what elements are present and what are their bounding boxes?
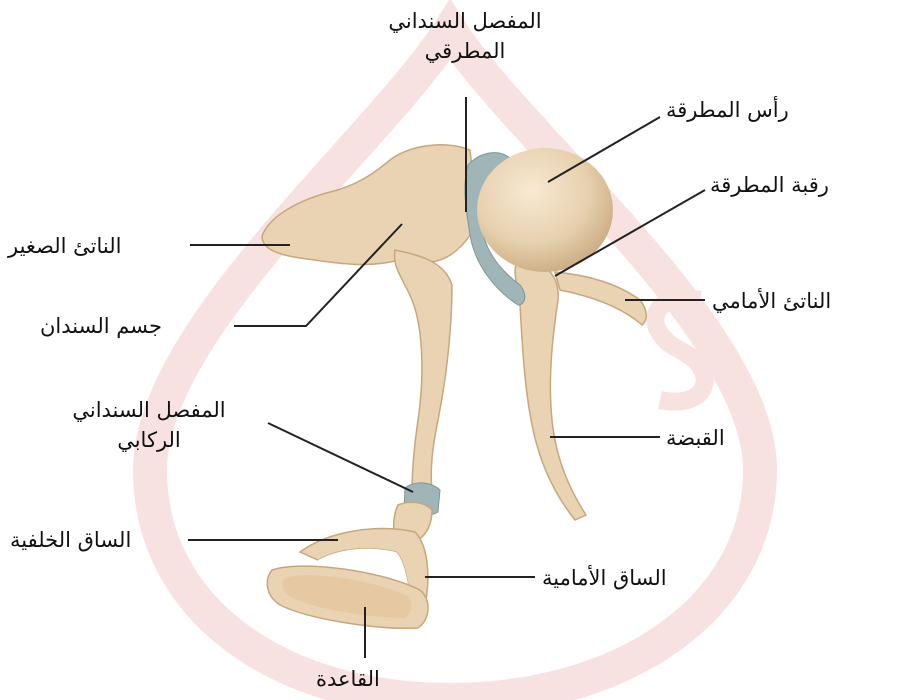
label-short-process: الناتئ الصغير <box>8 231 122 261</box>
label-incudostapedial-joint-line1: المفصل السنداني <box>14 395 284 425</box>
label-anterior-process: الناتئ الأمامي <box>712 286 831 316</box>
label-incudostapedial-joint: المفصل السنداني الركابي <box>14 395 284 455</box>
label-body-of-incus: جسم السندان <box>40 311 162 341</box>
label-anterior-crus: الساق الأمامية <box>542 563 667 593</box>
label-handle-of-malleus: القبضة <box>666 423 725 453</box>
label-incudostapedial-joint-line2: الركابي <box>14 425 284 455</box>
malleus-handle <box>515 255 586 520</box>
label-incudomalleolar-joint-line1: المفصل السنداني <box>330 6 600 36</box>
label-footplate: القاعدة <box>316 664 380 694</box>
label-incudomalleolar-joint: المفصل السنداني المطرقي <box>330 6 600 66</box>
incus-long-process <box>395 250 452 492</box>
incus-short-process <box>262 145 478 265</box>
label-head-of-malleus: رأس المطرقة <box>666 95 789 125</box>
leader-incudostapedial <box>268 423 413 492</box>
label-incudomalleolar-joint-line2: المطرقي <box>330 36 600 66</box>
malleus-anterior-process <box>555 272 646 325</box>
label-posterior-crus: الساق الخلفية <box>10 525 131 555</box>
watermark-logo <box>150 30 760 700</box>
label-neck-of-malleus: رقبة المطرقة <box>710 170 829 200</box>
